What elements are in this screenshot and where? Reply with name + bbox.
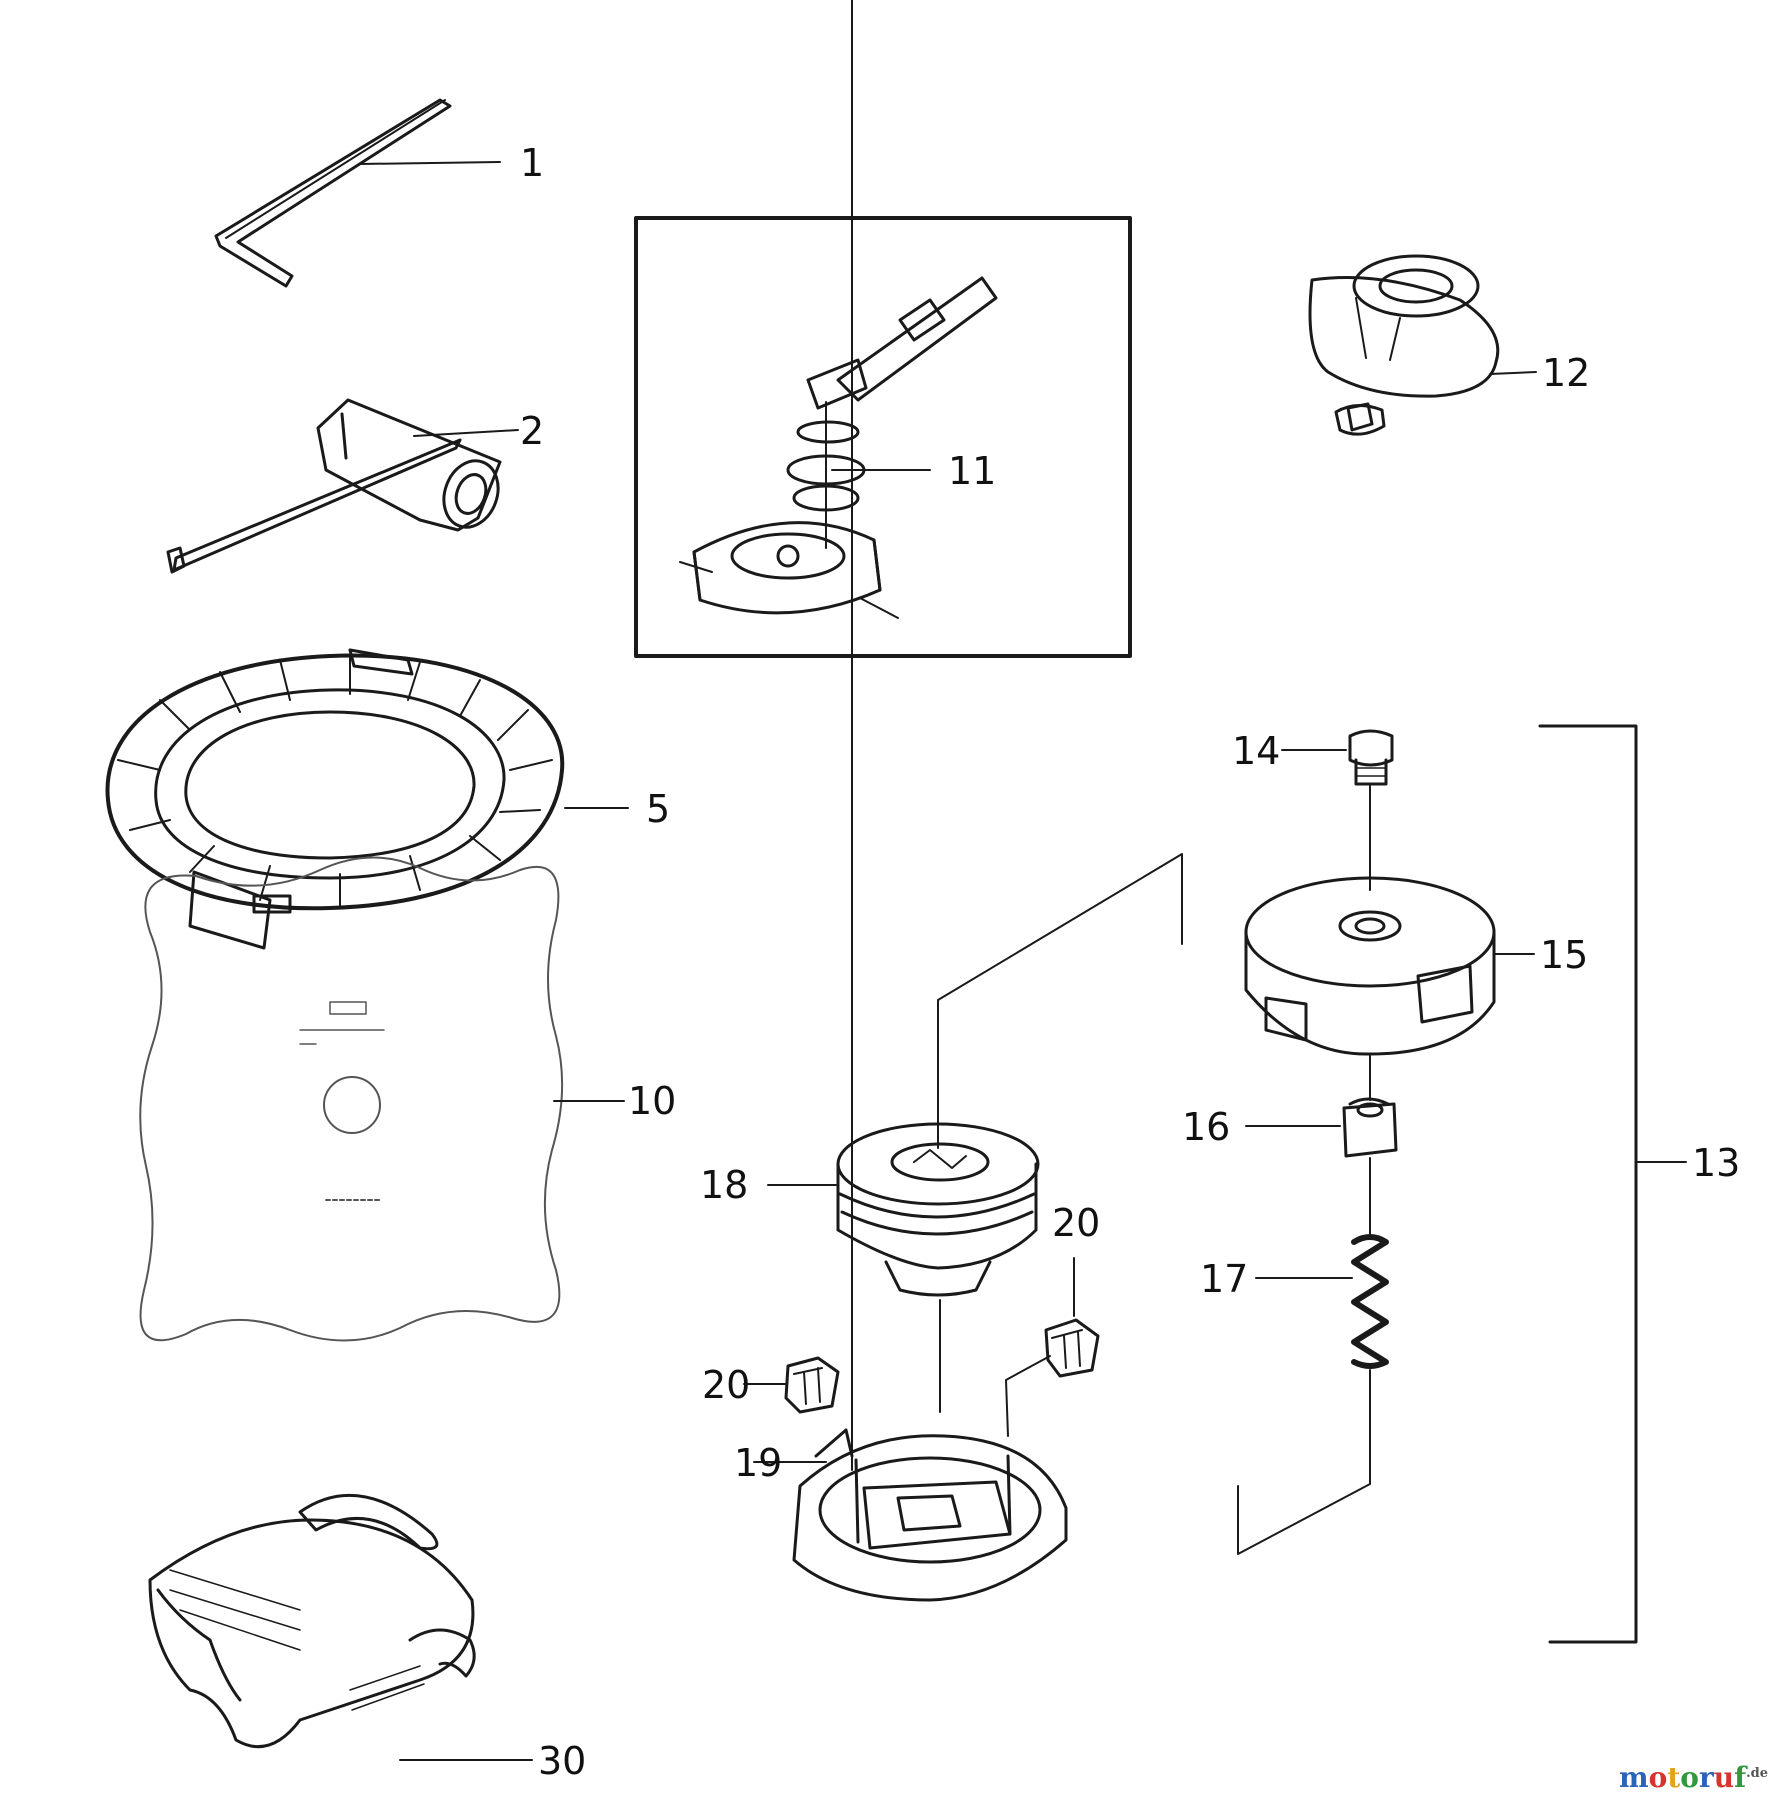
safety-glasses-part xyxy=(148,1493,533,1761)
group-bracket-13 xyxy=(1538,724,1687,1644)
label-17: 17 xyxy=(1200,1257,1248,1301)
spool-part xyxy=(767,853,1183,1413)
allen-key-part xyxy=(214,98,501,288)
watermark-letter-o: o xyxy=(1648,1761,1668,1794)
clip-part-right xyxy=(1005,1257,1100,1437)
watermark-letter-m: m xyxy=(1618,1761,1649,1794)
harness-part xyxy=(105,648,629,950)
label-20-left: 20 xyxy=(702,1363,750,1407)
label-16: 16 xyxy=(1182,1105,1230,1149)
label-11: 11 xyxy=(948,449,996,493)
watermark-tld: .de xyxy=(1746,1765,1768,1781)
blade-part xyxy=(139,856,625,1342)
watermark-letter-o2: o xyxy=(1680,1761,1699,1794)
spark-plug-wrench-part xyxy=(166,398,519,574)
label-12: 12 xyxy=(1542,351,1590,395)
label-20-right: 20 xyxy=(1052,1201,1100,1245)
label-14: 14 xyxy=(1232,729,1280,773)
watermark-letter-f: f xyxy=(1734,1761,1747,1794)
label-18: 18 xyxy=(700,1163,748,1207)
clip-part-left xyxy=(743,1356,840,1414)
spring-part xyxy=(1237,1234,1389,1555)
outer-cap-part xyxy=(1244,876,1535,1101)
label-10: 10 xyxy=(628,1079,676,1123)
trimmer-head-assembly-box xyxy=(634,216,1132,658)
label-1: 1 xyxy=(520,141,544,185)
spool-cap-part xyxy=(1308,254,1537,436)
label-19: 19 xyxy=(734,1441,782,1485)
watermark-logo: motoruf.de xyxy=(1619,1761,1768,1794)
housing-part xyxy=(753,0,1068,1602)
nut-part xyxy=(1245,1097,1398,1235)
watermark-letter-r: r xyxy=(1698,1761,1714,1794)
label-2: 2 xyxy=(520,409,544,453)
watermark-letter-t: t xyxy=(1667,1761,1681,1794)
label-13: 13 xyxy=(1692,1141,1740,1185)
label-5: 5 xyxy=(646,787,670,831)
label-15: 15 xyxy=(1540,933,1588,977)
bolt-part xyxy=(1281,729,1394,891)
label-30: 30 xyxy=(538,1739,586,1783)
watermark-letter-u: u xyxy=(1713,1761,1735,1794)
